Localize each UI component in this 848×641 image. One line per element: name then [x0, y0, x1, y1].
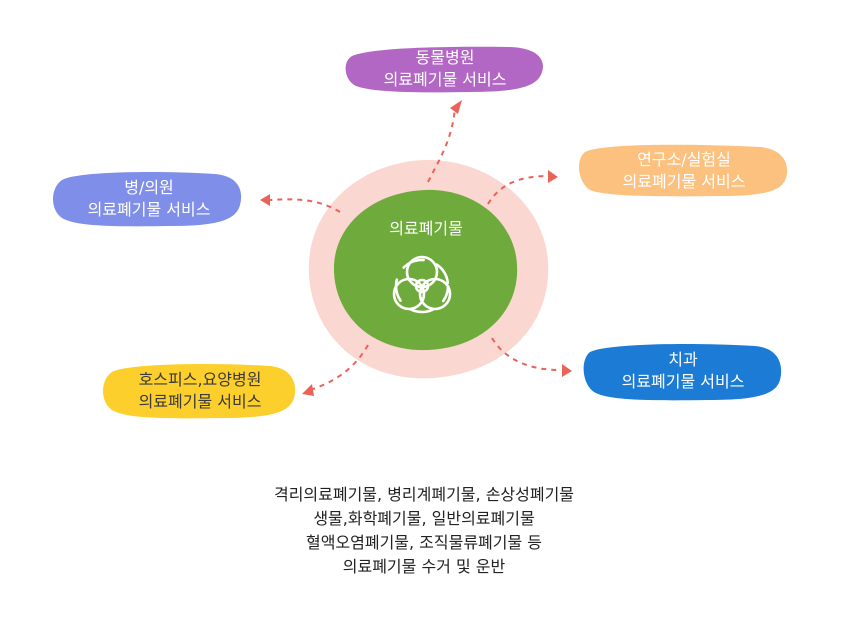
node-subtitle: 의료폐기물 서비스 — [383, 70, 507, 89]
description-block: 격리의료폐기물, 병리계폐기물, 손상성폐기물 생물,화학폐기물, 일반의료폐기… — [224, 483, 624, 579]
node-blob-hospice — [103, 364, 296, 419]
node-blob-clinic — [53, 172, 242, 227]
arrowhead-hospice — [302, 384, 314, 396]
node-label-clinic: 병/의원 의료폐기물 서비스 — [54, 177, 244, 221]
center-title: 의료폐기물 — [389, 219, 463, 238]
node-subtitle: 의료폐기물 서비스 — [138, 392, 262, 411]
biohazard-icon — [392, 255, 452, 314]
node-label-dental: 치과 의료폐기물 서비스 — [584, 349, 782, 393]
node-title: 호스피스,요양병원 — [138, 370, 262, 389]
arrowhead-animal — [450, 100, 462, 114]
node-subtitle: 의료폐기물 서비스 — [621, 372, 745, 391]
node-title: 동물병원 — [415, 48, 475, 67]
node-subtitle: 의료폐기물 서비스 — [87, 200, 211, 219]
connector-animal — [427, 107, 456, 183]
description-line: 의료폐기물 수거 및 운반 — [342, 557, 506, 576]
center-circle — [333, 189, 518, 351]
connectors — [269, 107, 561, 391]
connector-lab — [487, 175, 549, 205]
arrowhead-dental — [562, 364, 572, 377]
node-title: 연구소/실험실 — [637, 150, 731, 169]
node-label-hospice: 호스피스,요양병원 의료폐기물 서비스 — [104, 369, 296, 413]
node-subtitle: 의료폐기물 서비스 — [622, 172, 746, 191]
arrowhead-lab — [548, 170, 558, 183]
node-title: 병/의원 — [124, 178, 174, 197]
description-line: 생물,화학폐기물, 일반의료폐기물 — [313, 509, 535, 528]
description-line: 격리의료폐기물, 병리계폐기물, 손상성폐기물 — [273, 485, 575, 504]
node-blob-dental — [583, 344, 782, 401]
node-blob-lab — [578, 144, 788, 197]
node-blob-animal — [345, 46, 543, 93]
node-title: 치과 — [668, 350, 698, 369]
description-line: 혈액오염폐기물, 조직물류폐기물 등 — [305, 533, 543, 552]
arrowhead-clinic — [260, 194, 270, 206]
node-label-lab: 연구소/실험실 의료폐기물 서비스 — [580, 149, 788, 193]
node-label-animal: 동물병원 의료폐기물 서비스 — [347, 47, 543, 91]
connector-clinic — [269, 198, 341, 213]
